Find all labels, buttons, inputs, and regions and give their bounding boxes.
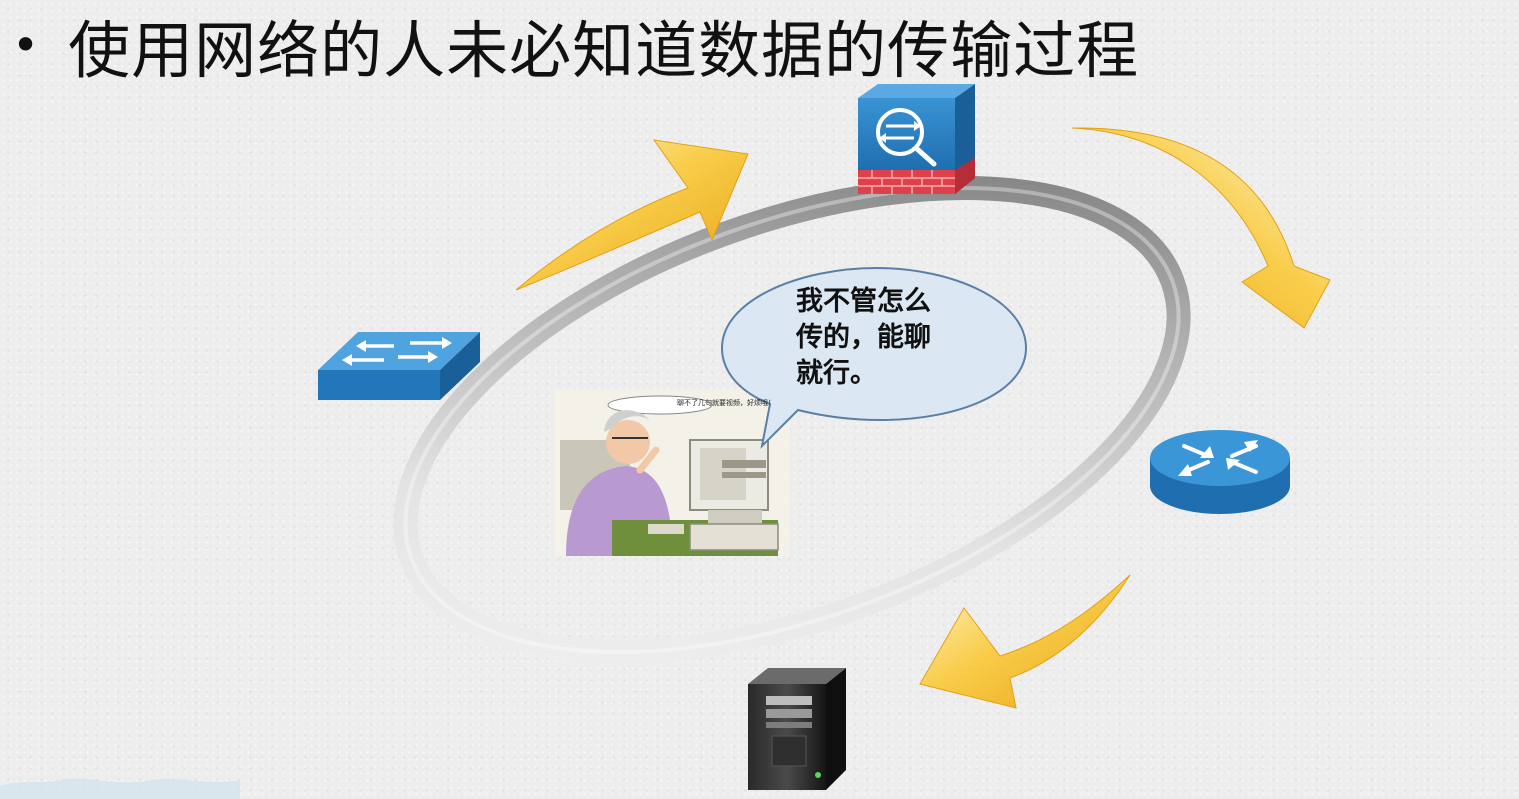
orbit-ring (393, 176, 1191, 664)
speech-bubble (720, 266, 1028, 450)
title-text: 使用网络的人未必知道数据的传输过程 (68, 14, 1140, 87)
arrow-router-to-server (919, 574, 1131, 709)
arrow-switch-to-firewall (515, 139, 749, 291)
title-bullet: • (12, 18, 41, 72)
switch-icon (318, 332, 480, 400)
arrow-firewall-to-router (1071, 127, 1331, 329)
corner-decoration (0, 778, 240, 799)
speech-bubble-text: 我不管怎么 传的，能聊 就行。 (796, 286, 931, 389)
illustration-caption: 聊不了几句就要视频，好烦哦！ (677, 399, 775, 407)
person-at-computer-illustration (554, 390, 790, 556)
router-icon (1150, 430, 1290, 514)
firewall-icon (858, 84, 975, 194)
server-icon (748, 668, 846, 790)
slide-title: • 使用网络的人未必知道数据的传输过程 (12, 2, 1139, 88)
